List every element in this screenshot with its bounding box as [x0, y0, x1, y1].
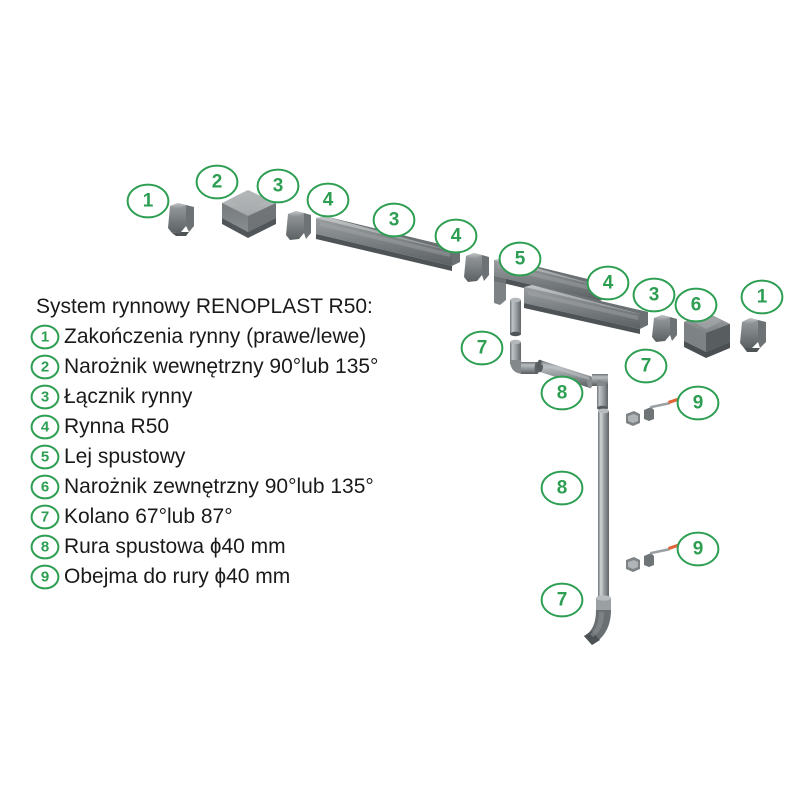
svg-text:2: 2	[212, 172, 223, 193]
callout-1-left-end-cap: 1	[126, 183, 170, 219]
legend-item-5: 5 Lej spustowy	[30, 442, 450, 472]
part-connector-right	[652, 315, 677, 342]
svg-text:8: 8	[557, 383, 568, 404]
callout-1-right-end-cap: 1	[740, 279, 784, 315]
svg-text:6: 6	[691, 295, 702, 316]
legend-badge-8: 8	[30, 534, 60, 560]
legend-badge-3: 3	[30, 384, 60, 410]
callout-4-gutter-second: 4	[434, 218, 478, 254]
callout-3-connector-left: 3	[256, 168, 300, 204]
part-outlet-funnel	[494, 276, 521, 337]
legend-item-3: 3 Łącznik rynny	[30, 382, 450, 412]
part-clamp-upper	[626, 397, 681, 426]
legend-label: Rura spustowa ɸ40 mm	[64, 535, 286, 558]
legend-badge-6: 6	[30, 474, 60, 500]
svg-text:9: 9	[693, 539, 704, 560]
legend-badge-5: 5	[30, 444, 60, 470]
legend-badge-2: 2	[30, 354, 60, 380]
callout-5-outlet-funnel: 5	[498, 241, 542, 277]
legend-badge-1: 1	[30, 324, 60, 350]
callout-9-clamp-lower: 9	[676, 531, 720, 567]
svg-text:8: 8	[41, 539, 49, 556]
svg-text:9: 9	[41, 569, 49, 586]
legend-label: Narożnik zewnętrzny 90°lub 135°	[64, 475, 374, 498]
callout-8-downpipe: 8	[540, 470, 584, 506]
svg-text:1: 1	[143, 191, 154, 212]
part-clamp-lower	[626, 543, 681, 572]
svg-text:3: 3	[273, 176, 284, 197]
legend-label: Narożnik wewnętrzny 90°lub 135°	[64, 355, 379, 378]
legend-item-2: 2 Narożnik wewnętrzny 90°lub 135°	[30, 352, 450, 382]
part-inner-corner	[222, 190, 276, 238]
callout-7-elbow-upper: 7	[460, 330, 504, 366]
part-gutter-segment-3	[524, 285, 648, 334]
legend-item-9: 9 Obejma do rury ɸ40 mm	[30, 562, 450, 592]
svg-text:3: 3	[41, 389, 49, 406]
part-elbow-upper	[510, 339, 540, 374]
svg-text:8: 8	[557, 478, 568, 499]
legend-item-7: 7 Kolano 67°lub 87°	[30, 502, 450, 532]
svg-text:4: 4	[41, 419, 50, 436]
svg-text:1: 1	[757, 287, 768, 308]
legend-label: Lej spustowy	[64, 445, 186, 468]
svg-text:4: 4	[603, 273, 614, 294]
part-gutter-segment-1	[316, 216, 460, 271]
legend: System rynnowy RENOPLAST R50: 1 Zakończen…	[30, 292, 450, 592]
svg-text:7: 7	[557, 590, 568, 611]
part-elbow-bottom	[584, 595, 611, 645]
callout-4-gutter-third: 4	[586, 265, 630, 301]
legend-item-1: 1 Zakończenia rynny (prawe/lewe)	[30, 322, 450, 352]
part-downpipe-vertical	[598, 408, 609, 601]
legend-label: Łącznik rynny	[64, 385, 193, 408]
legend-label: Rynna R50	[64, 415, 170, 438]
svg-text:7: 7	[41, 509, 49, 526]
callout-7-elbow-offset: 7	[624, 348, 668, 384]
svg-text:1: 1	[41, 329, 49, 346]
legend-label: Kolano 67°lub 87°	[64, 505, 233, 528]
legend-item-8: 8 Rura spustowa ɸ40 mm	[30, 532, 450, 562]
legend-title: System rynnowy RENOPLAST R50:	[36, 295, 373, 318]
callout-8-pipe-offset: 8	[540, 375, 584, 411]
callout-3-connector-mid: 3	[372, 202, 416, 238]
svg-text:2: 2	[41, 359, 49, 376]
part-connector-left	[286, 211, 311, 240]
part-end-cap-right	[740, 318, 766, 352]
part-elbow-offset	[592, 374, 608, 411]
callout-2-inner-corner: 2	[195, 164, 239, 200]
callout-3-connector-right: 3	[632, 277, 676, 313]
svg-text:6: 6	[41, 479, 49, 496]
svg-text:4: 4	[323, 190, 334, 211]
svg-text:5: 5	[515, 249, 526, 270]
svg-text:3: 3	[649, 285, 660, 306]
part-end-cap-left	[168, 203, 194, 236]
legend-badge-4: 4	[30, 414, 60, 440]
callout-6-outer-corner: 6	[674, 287, 718, 323]
legend-label: Zakończenia rynny (prawe/lewe)	[64, 325, 367, 348]
legend-label: Obejma do rury ɸ40 mm	[64, 565, 291, 588]
legend-badge-7: 7	[30, 504, 60, 530]
callout-7-elbow-bottom: 7	[540, 582, 584, 618]
svg-text:5: 5	[41, 449, 49, 466]
callout-9-clamp-upper: 9	[676, 385, 720, 421]
legend-item-4: 4 Rynna R50	[30, 412, 450, 442]
svg-text:9: 9	[693, 393, 704, 414]
callout-4-gutter-first: 4	[306, 182, 350, 218]
legend-badge-9: 9	[30, 564, 60, 590]
svg-text:7: 7	[641, 356, 652, 377]
legend-item-6: 6 Narożnik zewnętrzny 90°lub 135°	[30, 472, 450, 502]
svg-text:3: 3	[389, 210, 400, 231]
svg-text:7: 7	[477, 338, 488, 359]
part-connector-mid	[464, 253, 489, 282]
svg-text:4: 4	[451, 226, 462, 247]
